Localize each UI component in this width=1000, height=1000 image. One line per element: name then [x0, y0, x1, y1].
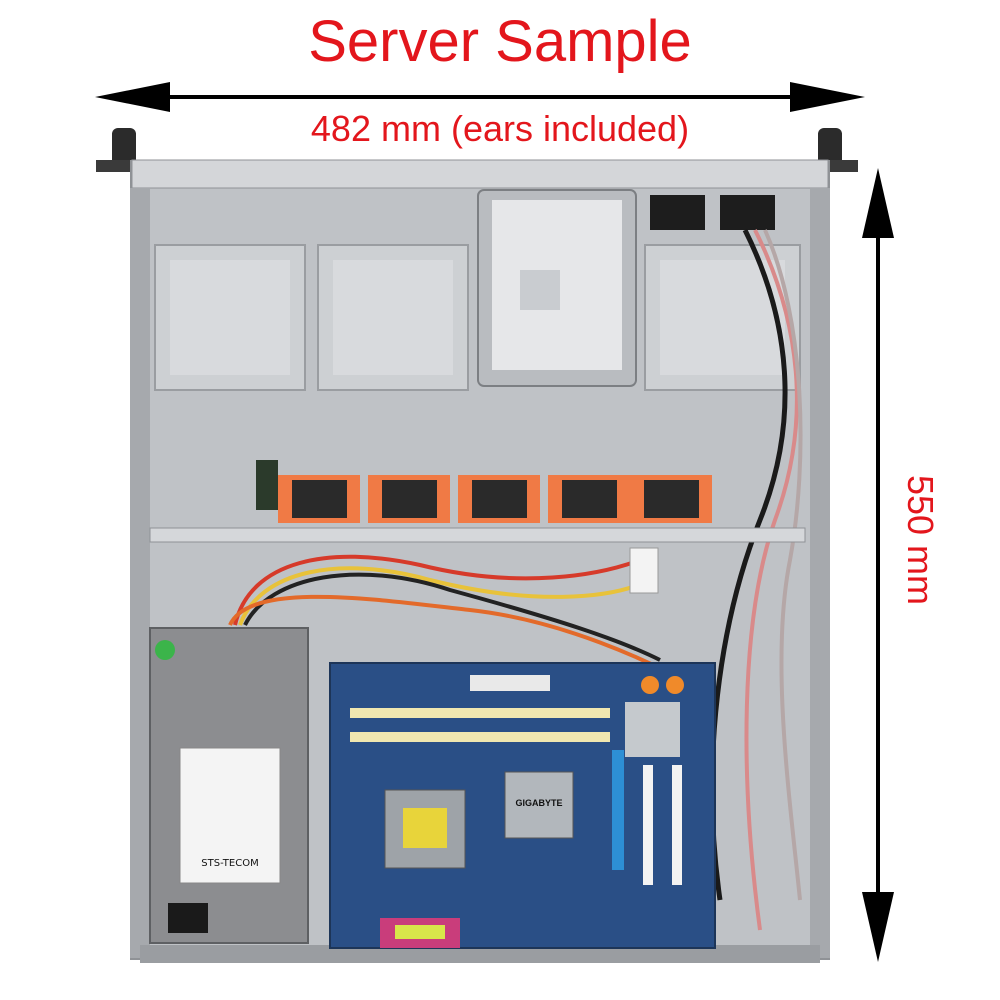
psu-brand-label: STS-TECOM — [201, 858, 259, 869]
atx-power-connector — [629, 547, 659, 594]
power-cables — [228, 554, 702, 692]
front-panel-connectors — [650, 195, 775, 230]
title-label: Server Sample — [308, 9, 692, 74]
drive-bay-2 — [317, 244, 469, 391]
fan-divider-bar — [149, 527, 806, 543]
height-dimension-label: 550 mm — [900, 474, 941, 606]
width-dimension-label: 482 mm (ears included) — [310, 108, 690, 149]
hard-drive — [477, 189, 637, 387]
fan-row — [256, 460, 712, 523]
drive-bay-1 — [154, 244, 306, 391]
height-arrow — [862, 168, 894, 962]
width-arrow — [95, 82, 865, 112]
board-brand-label: GIGABYTE — [515, 798, 563, 808]
motherboard — [329, 662, 716, 949]
power-supply — [149, 627, 309, 944]
